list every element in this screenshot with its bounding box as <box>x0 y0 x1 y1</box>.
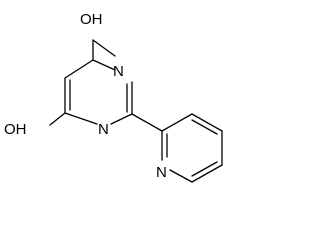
pyridine-n-label: N <box>156 164 167 181</box>
bond-py-c3-c4 <box>191 113 223 132</box>
bond-py-c6-n <box>169 169 193 183</box>
bond-c5-c4 <box>64 59 94 79</box>
bond-c6-oh <box>49 112 66 126</box>
bond-c2-pyridine <box>131 113 163 132</box>
bond-py-c3-c4-double <box>191 119 218 135</box>
hydroxyl-bottom-label: OH <box>4 121 27 138</box>
bond-c4-n3-ring <box>92 59 116 71</box>
pyrimidine-n1-label: N <box>98 121 109 138</box>
bond-c4-n3 <box>92 39 116 57</box>
bond-c2-n1 <box>110 113 133 125</box>
pyrimidine-n3-label: N <box>113 63 124 80</box>
bond-n1-c6 <box>64 112 98 125</box>
bond-py-c5-c6 <box>191 164 223 183</box>
molecule-drawing: OH N N OH N <box>4 11 223 183</box>
bond-py-c2-c3 <box>161 113 193 132</box>
hydroxyl-top-label: OH <box>80 11 103 28</box>
pyridine-ring <box>161 113 223 183</box>
bond-py-c5-c6-double <box>191 161 218 177</box>
structure-canvas: OH N N OH N <box>4 11 223 183</box>
pyrimidine-ring <box>64 39 133 125</box>
